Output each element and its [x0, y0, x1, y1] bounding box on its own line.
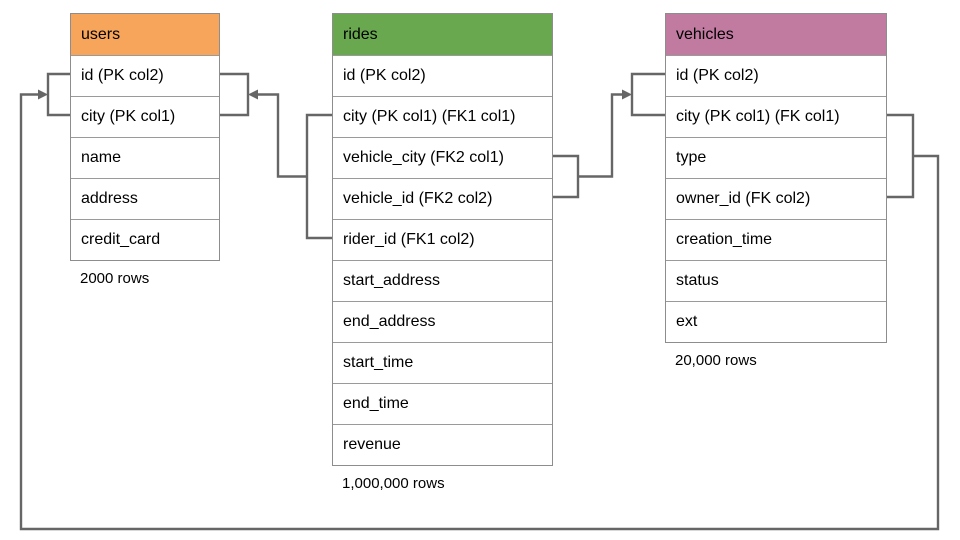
vehicles-users-arrowhead: [38, 89, 48, 100]
users-column-3: address: [71, 178, 219, 219]
rides-column-6: end_address: [333, 301, 552, 342]
vehicles-left-bracket: [630, 72, 665, 117]
vehicles-users-connector: [19, 72, 940, 531]
rides-users-link-line: [256, 93, 307, 178]
users-row-count: 2000 rows: [80, 270, 150, 287]
rides-column-2: vehicle_city (FK2 col1): [333, 137, 552, 178]
vehicles-users-link-line: [19, 93, 940, 531]
vehicles-column-2: type: [666, 137, 886, 178]
vehicles-column-0: id (PK col2): [666, 55, 886, 96]
vehicles-row-count: 20,000 rows: [675, 352, 757, 369]
rides-vehicles-arrowhead: [622, 89, 632, 100]
rides-vehicles-link-line: [578, 93, 624, 178]
rides-table-box: rides id (PK col2)city (PK col1) (FK1 co…: [332, 13, 553, 466]
vehicles-column-6: ext: [666, 301, 886, 342]
rides-users-connector: [220, 72, 332, 240]
vehicles-table-rows: id (PK col2)city (PK col1) (FK col1)type…: [666, 55, 886, 342]
users-column-4: credit_card: [71, 219, 219, 260]
vehicles-table-box: vehicles id (PK col2)city (PK col1) (FK …: [665, 13, 887, 343]
users-right-bracket: [220, 72, 250, 117]
vehicles-table: vehicles id (PK col2)city (PK col1) (FK …: [665, 13, 887, 369]
rides-column-7: start_time: [333, 342, 552, 383]
rides-users-arrowhead: [248, 89, 258, 100]
users-column-2: name: [71, 137, 219, 178]
rides-column-0: id (PK col2): [333, 55, 552, 96]
rides-vehicles-connector: [553, 72, 665, 199]
rides-column-3: vehicle_id (FK2 col2): [333, 178, 552, 219]
vehicles-right-bracket: [887, 113, 915, 199]
rides-column-1: city (PK col1) (FK1 col1): [333, 96, 552, 137]
rides-column-9: revenue: [333, 424, 552, 465]
rides-column-8: end_time: [333, 383, 552, 424]
rides-column-5: start_address: [333, 260, 552, 301]
vehicles-column-1: city (PK col1) (FK col1): [666, 96, 886, 137]
rides-table-rows: id (PK col2)city (PK col1) (FK1 col1)veh…: [333, 55, 552, 465]
rides-row-count: 1,000,000 rows: [342, 475, 445, 492]
vehicles-column-5: status: [666, 260, 886, 301]
rides-right-bracket: [553, 154, 580, 199]
users-column-0: id (PK col2): [71, 55, 219, 96]
rides-left-bracket: [305, 113, 332, 240]
rides-table: rides id (PK col2)city (PK col1) (FK1 co…: [332, 13, 553, 492]
users-left-bracket: [46, 72, 70, 117]
rides-column-4: rider_id (FK1 col2): [333, 219, 552, 260]
vehicles-column-3: owner_id (FK col2): [666, 178, 886, 219]
vehicles-table-title: vehicles: [666, 14, 886, 55]
users-table-title: users: [71, 14, 219, 55]
rides-table-title: rides: [333, 14, 552, 55]
users-column-1: city (PK col1): [71, 96, 219, 137]
vehicles-column-4: creation_time: [666, 219, 886, 260]
